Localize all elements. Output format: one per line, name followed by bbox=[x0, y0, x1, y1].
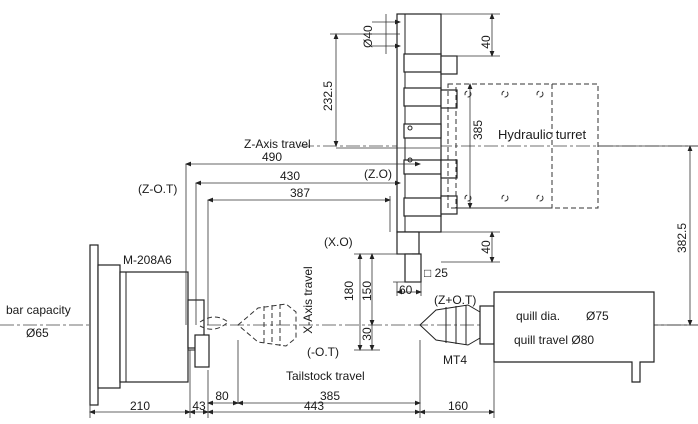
x-axis-travel-label: X-Axis travel bbox=[301, 266, 315, 333]
quill-dia-value: Ø75 bbox=[586, 309, 609, 323]
bottom-dims bbox=[89, 340, 495, 418]
dim-160: 160 bbox=[448, 399, 468, 413]
taper-label: MT4 bbox=[443, 353, 467, 367]
dim-490: 490 bbox=[262, 150, 282, 164]
dim-210: 210 bbox=[130, 399, 150, 413]
z-neg-overtravel-label: (Z-O.T) bbox=[138, 182, 177, 196]
hydraulic-turret-label: Hydraulic turret bbox=[498, 127, 587, 142]
tailstock-center-left bbox=[237, 303, 297, 347]
dim-430: 430 bbox=[280, 169, 300, 183]
turret-vertical-dims bbox=[330, 14, 401, 147]
chuck-flange bbox=[89, 244, 99, 406]
quill-travel-label: quill travel Ø80 bbox=[514, 333, 594, 347]
model-label: M-208A6 bbox=[123, 253, 172, 267]
dim-382-5: 382.5 bbox=[675, 223, 689, 253]
dim-385-horizontal: 385 bbox=[320, 389, 340, 403]
dim-d40-dia: Ø40 bbox=[361, 25, 375, 48]
x-axis-dims bbox=[354, 253, 422, 351]
x-neg-overtravel-label: (-O.T) bbox=[307, 345, 339, 359]
dim-40-top: 40 bbox=[479, 35, 493, 49]
dim-180: 180 bbox=[342, 281, 356, 301]
tailstock-quill bbox=[493, 291, 655, 383]
dim-40-bottom: 40 bbox=[479, 240, 493, 254]
dim-60: 60 bbox=[399, 283, 413, 297]
right-vertical-dims bbox=[441, 13, 698, 326]
tailstock-center-right bbox=[419, 304, 495, 346]
bar-capacity-value: Ø65 bbox=[26, 326, 49, 340]
dim-385-vertical: 385 bbox=[471, 120, 485, 140]
tailstock-travel-label: Tailstock travel bbox=[286, 369, 365, 383]
tool-size-label: □ 25 bbox=[424, 266, 448, 280]
z-axis-travel-label: Z-Axis travel bbox=[244, 137, 311, 151]
dim-443: 443 bbox=[304, 399, 324, 413]
z-origin-label: (Z.O) bbox=[364, 167, 392, 181]
z-pos-overtravel-label: (Z+O.T) bbox=[434, 293, 476, 307]
dim-43: 43 bbox=[192, 399, 206, 413]
dim-30: 30 bbox=[360, 327, 374, 341]
bar-capacity-label: bar capacity bbox=[6, 303, 71, 317]
dim-150: 150 bbox=[360, 281, 374, 301]
z-dimensions bbox=[185, 147, 440, 325]
dim-80: 80 bbox=[215, 389, 229, 403]
quill-dia-label: quill dia. bbox=[516, 309, 560, 323]
dim-232-5: 232.5 bbox=[321, 81, 335, 111]
x-origin-label: (X.O) bbox=[324, 235, 353, 249]
dim-387: 387 bbox=[290, 186, 310, 200]
